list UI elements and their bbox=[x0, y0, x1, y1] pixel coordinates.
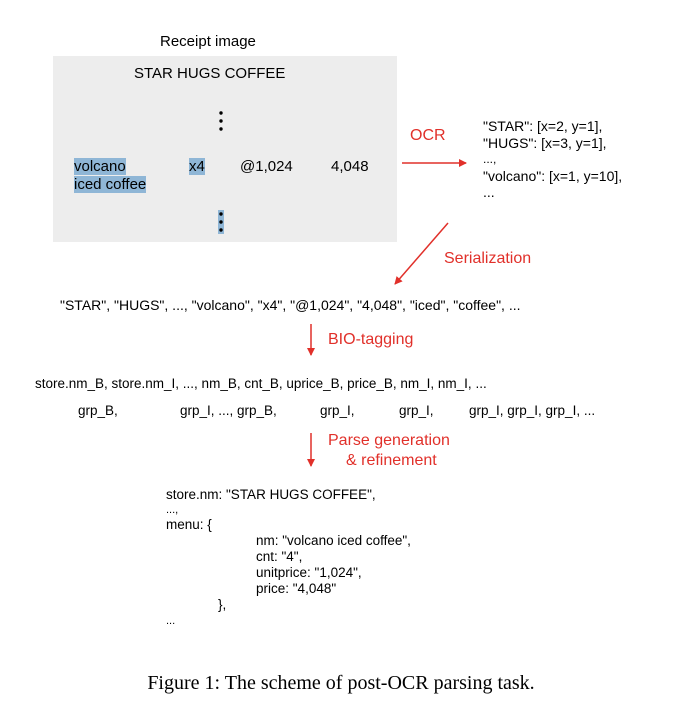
bio-tag-row-1: store.nm_B, store.nm_I, ..., nm_B, cnt_B… bbox=[35, 376, 487, 391]
parse-generation-label: Parse generation bbox=[328, 432, 450, 449]
bio-group-tag: grp_B, bbox=[78, 403, 118, 418]
ocr-line: ... bbox=[483, 184, 495, 200]
parse-line: unitprice: "1,024", bbox=[256, 565, 362, 580]
serialized-token-sequence: "STAR", "HUGS", ..., "volcano", "x4", "@… bbox=[60, 297, 521, 313]
serialization-arrow bbox=[394, 222, 449, 285]
ocr-line: ..., bbox=[483, 152, 497, 166]
receipt-item-quantity: x4 bbox=[189, 158, 205, 175]
parse-line: nm: "volcano iced coffee", bbox=[256, 533, 411, 548]
figure-caption: Figure 1: The scheme of post-OCR parsing… bbox=[147, 672, 535, 694]
vertical-ellipsis-icon-bottom bbox=[218, 210, 224, 239]
receipt-store-name: STAR HUGS COFFEE bbox=[134, 65, 286, 82]
receipt-item-total: 4,048 bbox=[331, 158, 369, 175]
serialization-label: Serialization bbox=[444, 250, 532, 267]
ocr-output: "STAR": [x=2, y=1], "HUGS": [x=3, y=1], … bbox=[483, 118, 622, 201]
parse-line: price: "4,048" bbox=[256, 581, 337, 596]
ocr-line: "STAR": [x=2, y=1], bbox=[483, 118, 603, 134]
bio-group-tag: grp_I, bbox=[320, 403, 355, 418]
bio-group-tag: grp_I, ..., grp_B, bbox=[180, 403, 277, 418]
receipt-image-label: Receipt image bbox=[160, 33, 256, 50]
parse-line: }, bbox=[218, 597, 227, 612]
bio-group-tag: grp_I, bbox=[399, 403, 434, 418]
bio-group-tag: grp_I, grp_I, grp_I, ... bbox=[469, 403, 596, 418]
receipt-item-name-line2: iced coffee bbox=[74, 176, 147, 193]
ocr-line: "HUGS": [x=3, y=1], bbox=[483, 134, 607, 151]
parse-line: cnt: "4", bbox=[256, 549, 303, 564]
ocr-line: "volcano": [x=1, y=10], bbox=[483, 167, 623, 184]
ocr-label: OCR bbox=[410, 127, 446, 144]
parse-line: store.nm: "STAR HUGS COFFEE", bbox=[166, 487, 376, 502]
parse-line: ... bbox=[166, 615, 176, 627]
bio-tagging-label: BIO-tagging bbox=[328, 331, 414, 348]
parse-refinement-label: & refinement bbox=[346, 452, 437, 469]
receipt-item-unit-price: @1,024 bbox=[240, 158, 293, 175]
vertical-ellipsis-icon-top bbox=[219, 110, 223, 137]
parse-output: store.nm: "STAR HUGS COFFEE", ..., menu:… bbox=[166, 487, 411, 629]
parse-line: ..., bbox=[166, 504, 179, 516]
parse-line: menu: { bbox=[166, 517, 212, 532]
receipt-item-name-line1: volcano bbox=[74, 158, 126, 175]
receipt-image-panel bbox=[53, 56, 397, 242]
